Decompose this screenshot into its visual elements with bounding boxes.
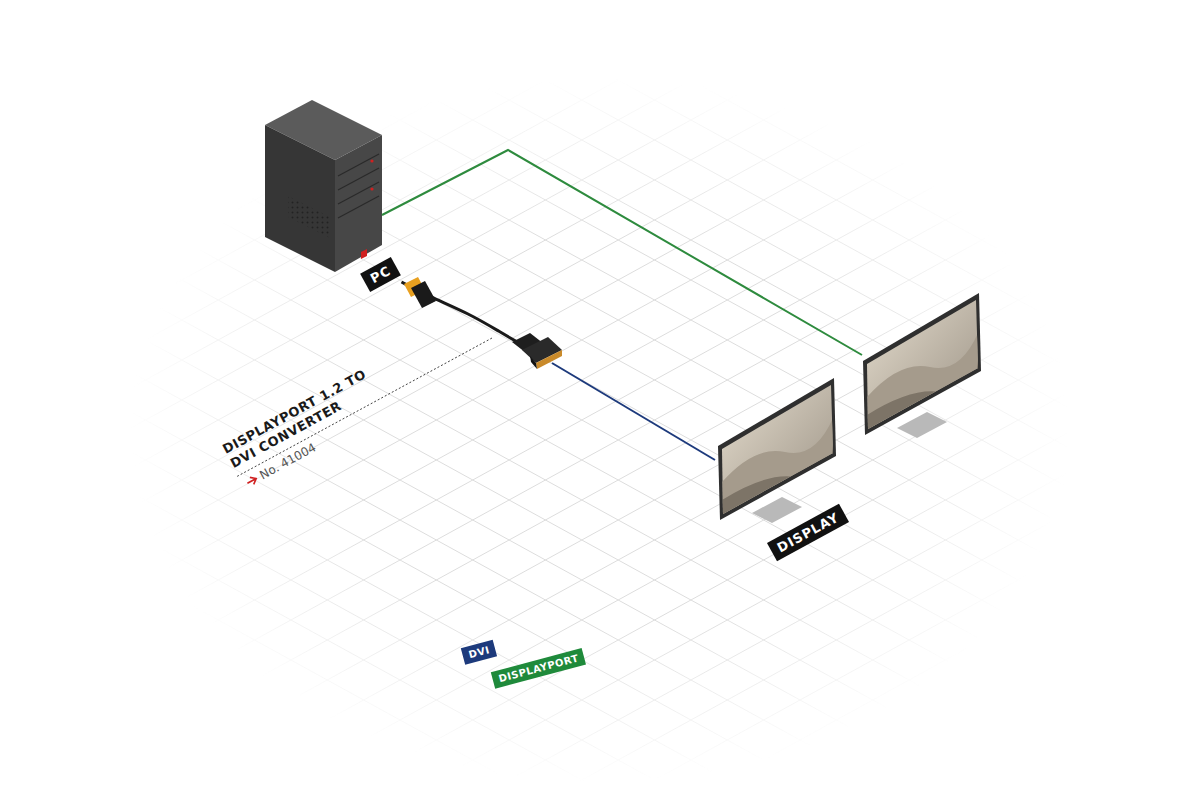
drawing-part — [0, 140, 1200, 800]
display-unit: DISPLAY — [715, 372, 855, 568]
drawing-part — [0, 700, 1200, 800]
drawing-part — [0, 120, 1200, 780]
drawing-part — [0, 0, 1200, 640]
name-tag: DISPLAY — [767, 503, 849, 561]
drawing-part — [0, 460, 1200, 800]
drawing-part — [867, 333, 978, 435]
displayport-plug — [404, 277, 436, 308]
drawing-part — [0, 280, 1200, 800]
drawing-part — [0, 0, 1200, 320]
drawing-part — [0, 780, 1200, 800]
drawing-part — [0, 0, 1200, 520]
drawing-part — [0, 0, 1200, 120]
drawing-part — [361, 249, 367, 259]
drawing-part — [0, 360, 1200, 800]
drawing-part — [0, 620, 1200, 800]
drawing-part — [0, 0, 1200, 560]
drawing-part — [0, 440, 1200, 800]
drawing-part — [752, 497, 802, 523]
drawing-part — [0, 0, 1200, 380]
drawing-part — [0, 0, 1200, 480]
drawing-part — [867, 360, 978, 435]
drawing-part — [0, 720, 1200, 800]
drawing-part — [0, 0, 1200, 220]
displayport-wire — [382, 150, 862, 355]
drawing-part — [0, 0, 1200, 60]
drawing-part — [338, 154, 379, 176]
drawing-part — [0, 0, 1200, 360]
drawing-part — [0, 0, 1200, 400]
drawing-part — [0, 760, 1200, 800]
drawing-part — [0, 560, 1200, 800]
drawing-part — [536, 350, 562, 369]
drawing-part — [0, 600, 1200, 800]
drawing-part — [0, 640, 1200, 800]
drawing-part — [338, 168, 379, 190]
drawing-part — [0, 220, 1200, 800]
drawing-part — [245, 475, 258, 487]
drawing-part — [0, 0, 1200, 40]
drawing-part — [0, 300, 1200, 800]
drawing-part — [867, 333, 978, 435]
red-arrow — [244, 473, 261, 488]
drawing-part — [0, 320, 1200, 800]
drawing-part — [0, 400, 1200, 800]
monitor — [718, 378, 836, 523]
legend-text: DISPLAYPORT — [497, 652, 579, 684]
drawing-part — [0, 480, 1200, 800]
legend-text: DVI — [467, 644, 490, 660]
drawing-part — [0, 0, 1200, 140]
drawing-part — [0, 520, 1200, 800]
drawing-part — [338, 154, 379, 218]
drawing-part — [0, 0, 1200, 440]
drawing-part — [288, 196, 330, 238]
drawing-part — [0, 160, 1200, 800]
drawing-part — [0, 200, 1200, 800]
drawing-part — [0, 680, 1200, 800]
drawing-part — [863, 293, 981, 435]
pc-unit: PC — [262, 98, 402, 292]
drawing-part — [722, 418, 833, 520]
drawing-part — [0, 0, 1200, 620]
drawing-part — [0, 60, 1200, 720]
drawing-part — [335, 135, 382, 272]
dvi-wire — [552, 363, 715, 460]
monitor — [863, 293, 981, 438]
adapter-cable — [402, 282, 525, 346]
drawing-part — [897, 412, 947, 438]
drawing-part — [370, 187, 373, 190]
drawing-part — [722, 418, 833, 520]
drawing-part — [0, 100, 1200, 760]
drawing-part — [338, 182, 379, 204]
drawing-part — [0, 40, 1200, 700]
drawing-part — [411, 281, 436, 308]
drawing-part — [338, 196, 379, 218]
drawing-part — [265, 125, 335, 272]
legend-swatch: DISPLAYPORT — [491, 648, 587, 689]
pc-tower — [265, 100, 382, 272]
name-tag: PC — [360, 256, 401, 291]
video-cable — [402, 282, 716, 460]
drawing-part — [0, 380, 1200, 800]
drawing-part — [530, 356, 537, 369]
drawing-part — [718, 378, 836, 520]
drawing-part — [0, 240, 1200, 800]
drawing-part — [0, 0, 1200, 80]
drawing-part — [370, 159, 373, 162]
drawing-part — [0, 80, 1200, 740]
drawing-part — [0, 0, 1200, 460]
dvi-connector — [512, 333, 562, 369]
drawing-part — [0, 0, 1200, 300]
drawing-part — [0, 0, 1200, 160]
drawing-part — [0, 0, 1200, 280]
leader-line — [236, 338, 492, 477]
drawing-part — [722, 445, 833, 520]
drawing-part — [0, 20, 1200, 680]
drawing-part — [0, 0, 1200, 660]
